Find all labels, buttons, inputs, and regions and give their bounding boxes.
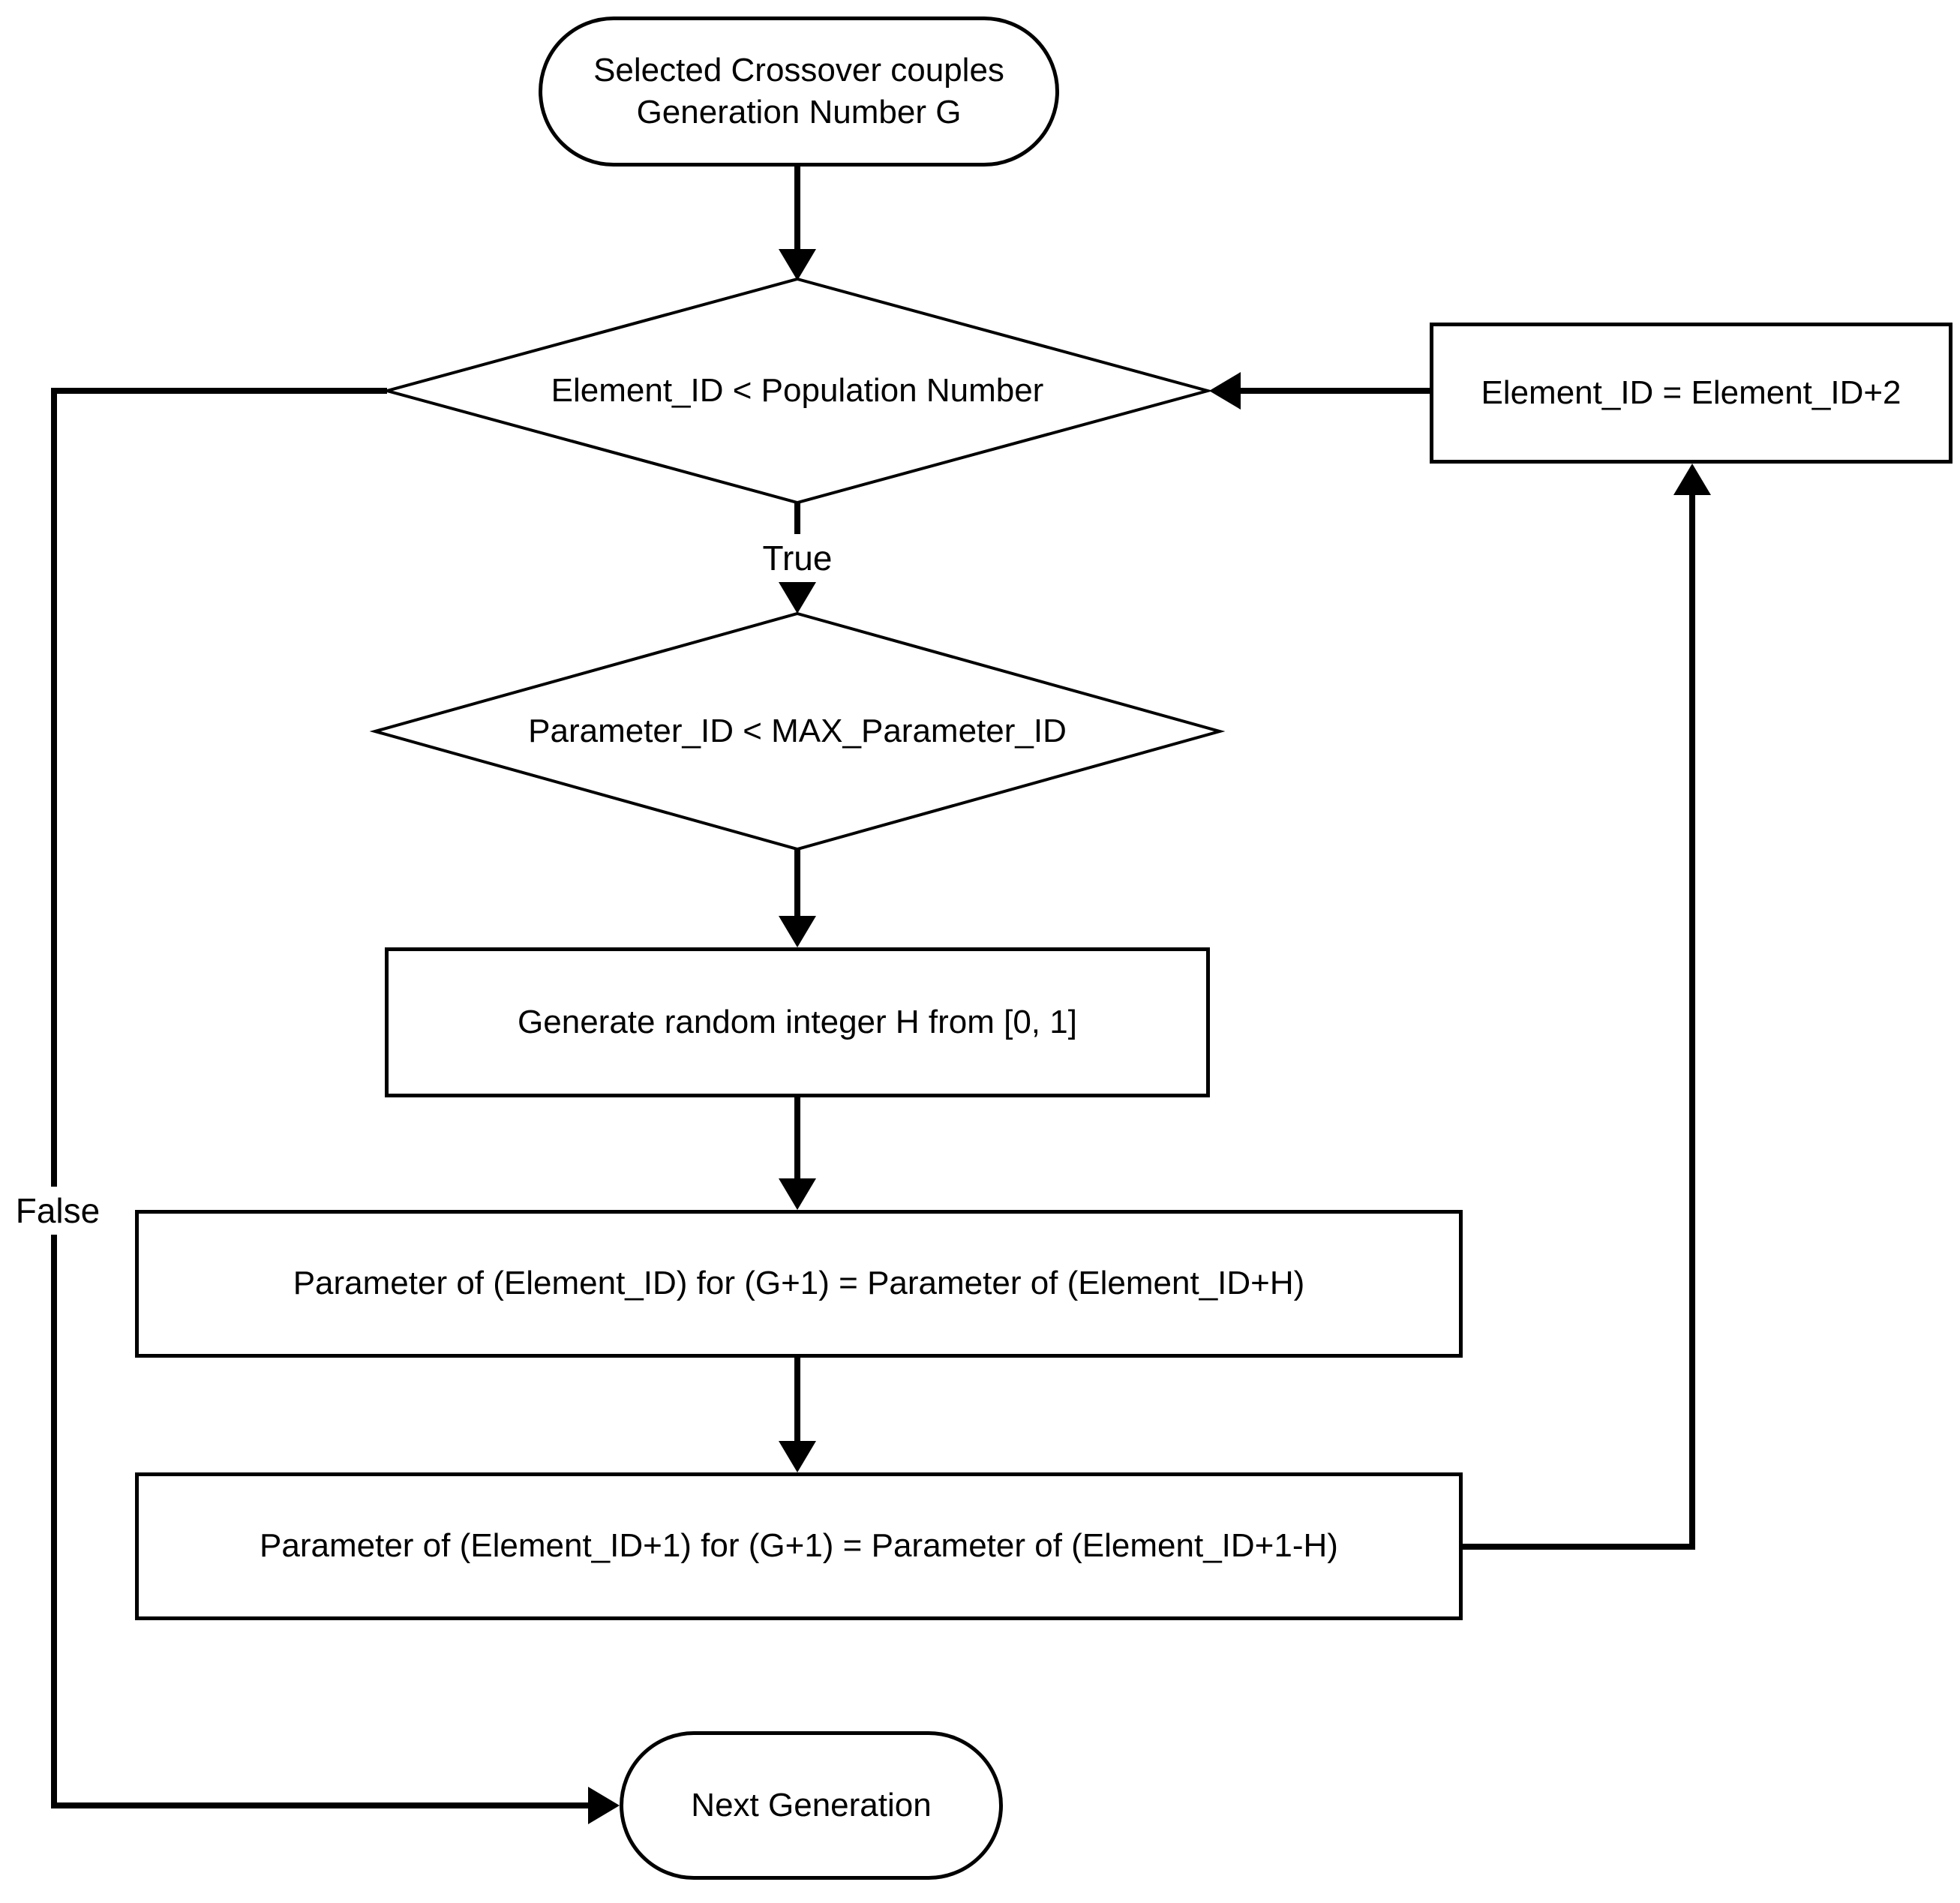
false-label: False (5, 1187, 110, 1235)
assign-first-parameter-box: Parameter of (Element_ID) for (G+1) = Pa… (135, 1210, 1463, 1358)
arrowhead-true-branch (779, 582, 816, 614)
arrowhead-false-to-end (588, 1787, 620, 1824)
true-label: True (745, 534, 850, 582)
start-terminal-line1: Selected Crossover couples (593, 51, 1004, 89)
start-terminal: Selected Crossover couples Generation Nu… (539, 17, 1059, 167)
false-branch-path (51, 388, 590, 1808)
parameter-decision-diamond (369, 611, 1226, 851)
arrowhead-assign1-to-assign2 (779, 1441, 816, 1472)
arrowhead-generate-to-assign1 (779, 1178, 816, 1210)
arrowhead-increment-to-decision1 (1209, 372, 1241, 410)
start-terminal-line2: Generation Number G (636, 94, 962, 131)
arrowhead-start-to-decision1 (779, 249, 816, 281)
population-decision-diamond (381, 277, 1214, 505)
loop-assign2-to-increment (1463, 494, 1695, 1550)
assign-second-parameter-box: Parameter of (Element_ID+1) for (G+1) = … (135, 1472, 1463, 1620)
generate-random-box: Generate random integer H from [0, 1] (385, 947, 1210, 1097)
arrowhead-decision2-to-generate (779, 916, 816, 947)
arrowhead-loop-to-increment (1673, 464, 1711, 495)
increment-element-id-box: Element_ID = Element_ID+2 (1430, 323, 1952, 464)
end-terminal: Next Generation (620, 1731, 1003, 1880)
